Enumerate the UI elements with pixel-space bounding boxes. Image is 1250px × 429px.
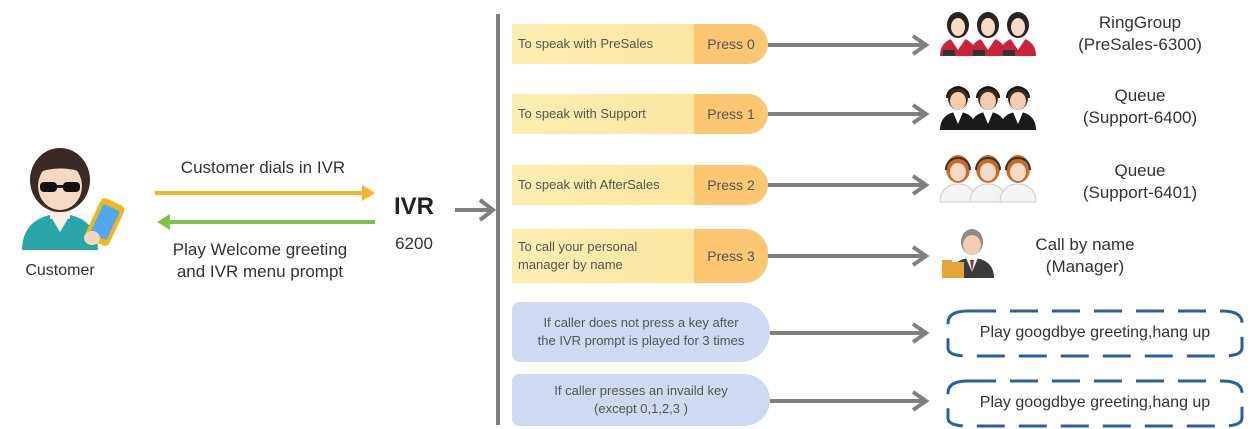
- customer-label: Customer: [25, 262, 95, 279]
- ivr-number: 6200: [395, 234, 433, 253]
- destination-line2: (Support-6400): [1082, 108, 1198, 127]
- destination-line1: Call by name: [1035, 235, 1135, 254]
- manager-icon: [942, 229, 994, 278]
- destination-line1: Queue: [1114, 161, 1166, 180]
- destination-line2: (Support-6401): [1082, 183, 1198, 202]
- menu-option-text-line1: If caller does not press a key after: [543, 315, 739, 330]
- destination-ringgroup: RingGroup (PreSales-6300): [1040, 12, 1240, 56]
- ivr-to-menu-arrow: [455, 198, 497, 222]
- press-key-badge: Press 1: [694, 94, 768, 134]
- destination-line2: (PreSales-6300): [1078, 35, 1202, 54]
- customer-avatar-icon: [22, 148, 125, 250]
- menu-option-manager: To call your personal manager by name Pr…: [512, 229, 768, 283]
- menu-option-aftersales: To speak with AfterSales Press 2: [512, 165, 768, 205]
- menu-option-text: To speak with Support: [518, 106, 646, 121]
- prompt-arrow: [157, 214, 375, 230]
- menu-option-text-line2: manager by name: [518, 257, 623, 272]
- destination-manager: Call by name (Manager): [1000, 234, 1170, 278]
- hangup-box-1-border: [946, 309, 1244, 358]
- destination-support-queue: Queue (Support-6400): [1040, 85, 1240, 129]
- press-key-badge: Press 2: [694, 165, 768, 205]
- menu-option-presales: To speak with PreSales Press 0: [512, 24, 768, 64]
- menu-option-text-line1: To call your personal: [518, 239, 638, 254]
- hangup-box-2-border: [946, 379, 1244, 428]
- menu-option-text-line1: If caller presses an invaild key: [554, 383, 728, 398]
- press-key-badge: Press 0: [694, 24, 768, 64]
- menu-option-invalid-key: If caller presses an invaild key (except…: [512, 374, 770, 426]
- destination-line1: Queue: [1114, 86, 1166, 105]
- aftersales-queue-agents-icon: [939, 155, 1037, 203]
- prompt-label-line2: and IVR menu prompt: [176, 262, 344, 281]
- destination-aftersales-queue: Queue (Support-6401): [1040, 160, 1240, 204]
- menu-option-text-line2: (except 0,1,2,3 ): [594, 401, 688, 416]
- press-key-badge: Press 3: [694, 229, 768, 283]
- support-queue-agents-icon: [940, 86, 1036, 130]
- dial-in-arrow: [155, 185, 375, 201]
- hangup-box-invalid-key: Play googdbye greeting,hang up: [979, 394, 1211, 411]
- connector-arrows: [768, 34, 930, 412]
- prompt-label-line1: Play Welcome greeting: [172, 240, 348, 259]
- menu-option-support: To speak with Support Press 1: [512, 94, 768, 134]
- dial-in-label: Customer dials in IVR: [180, 158, 346, 177]
- destination-line2: (Manager): [1045, 257, 1125, 276]
- menu-option-text: To speak with PreSales: [518, 36, 654, 51]
- destination-line1: RingGroup: [1098, 13, 1182, 32]
- menu-option-text: To speak with AfterSales: [518, 177, 660, 192]
- ivr-title: IVR: [393, 193, 434, 220]
- ring-group-agents-icon: [940, 12, 1036, 56]
- menu-option-timeout: If caller does not press a key after the…: [512, 302, 770, 362]
- menu-option-text-line2: the IVR prompt is played for 3 times: [537, 333, 745, 348]
- hangup-box-timeout: Play googdbye greeting,hang up: [979, 324, 1211, 341]
